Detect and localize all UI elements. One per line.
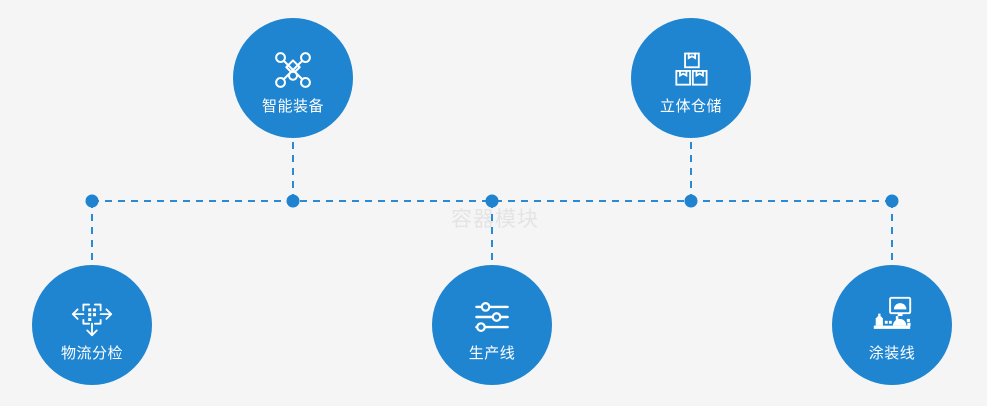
bus-node-production-line[interactable] xyxy=(485,194,499,208)
node-painting-line[interactable]: 涂装线 xyxy=(832,265,952,385)
bus-node-painting-line[interactable] xyxy=(885,194,899,208)
sorting-arrows-icon xyxy=(69,294,115,340)
node-stereoscopic-warehouse[interactable]: 立体仓储 xyxy=(631,18,751,138)
bus-node-stereoscopic-warehouse[interactable] xyxy=(684,194,698,208)
paint-machine-icon xyxy=(869,294,915,340)
node-intelligent-equipment[interactable]: 智能装备 xyxy=(233,18,353,138)
bus-node-logistics-sorting[interactable] xyxy=(85,194,99,208)
bus-node-intelligent-equipment[interactable] xyxy=(286,194,300,208)
node-logistics-sorting[interactable]: 物流分检 xyxy=(32,265,152,385)
node-label-logistics-sorting: 物流分检 xyxy=(60,344,123,362)
network-nodes-icon xyxy=(270,47,316,93)
node-label-stereoscopic-warehouse: 立体仓储 xyxy=(659,97,722,115)
node-label-intelligent-equipment: 智能装备 xyxy=(261,97,324,115)
node-production-line[interactable]: 生产线 xyxy=(432,265,552,385)
node-label-production-line: 生产线 xyxy=(468,344,516,362)
sliders-icon xyxy=(469,294,515,340)
stacked-boxes-icon xyxy=(668,47,714,93)
node-label-painting-line: 涂装线 xyxy=(868,344,916,362)
